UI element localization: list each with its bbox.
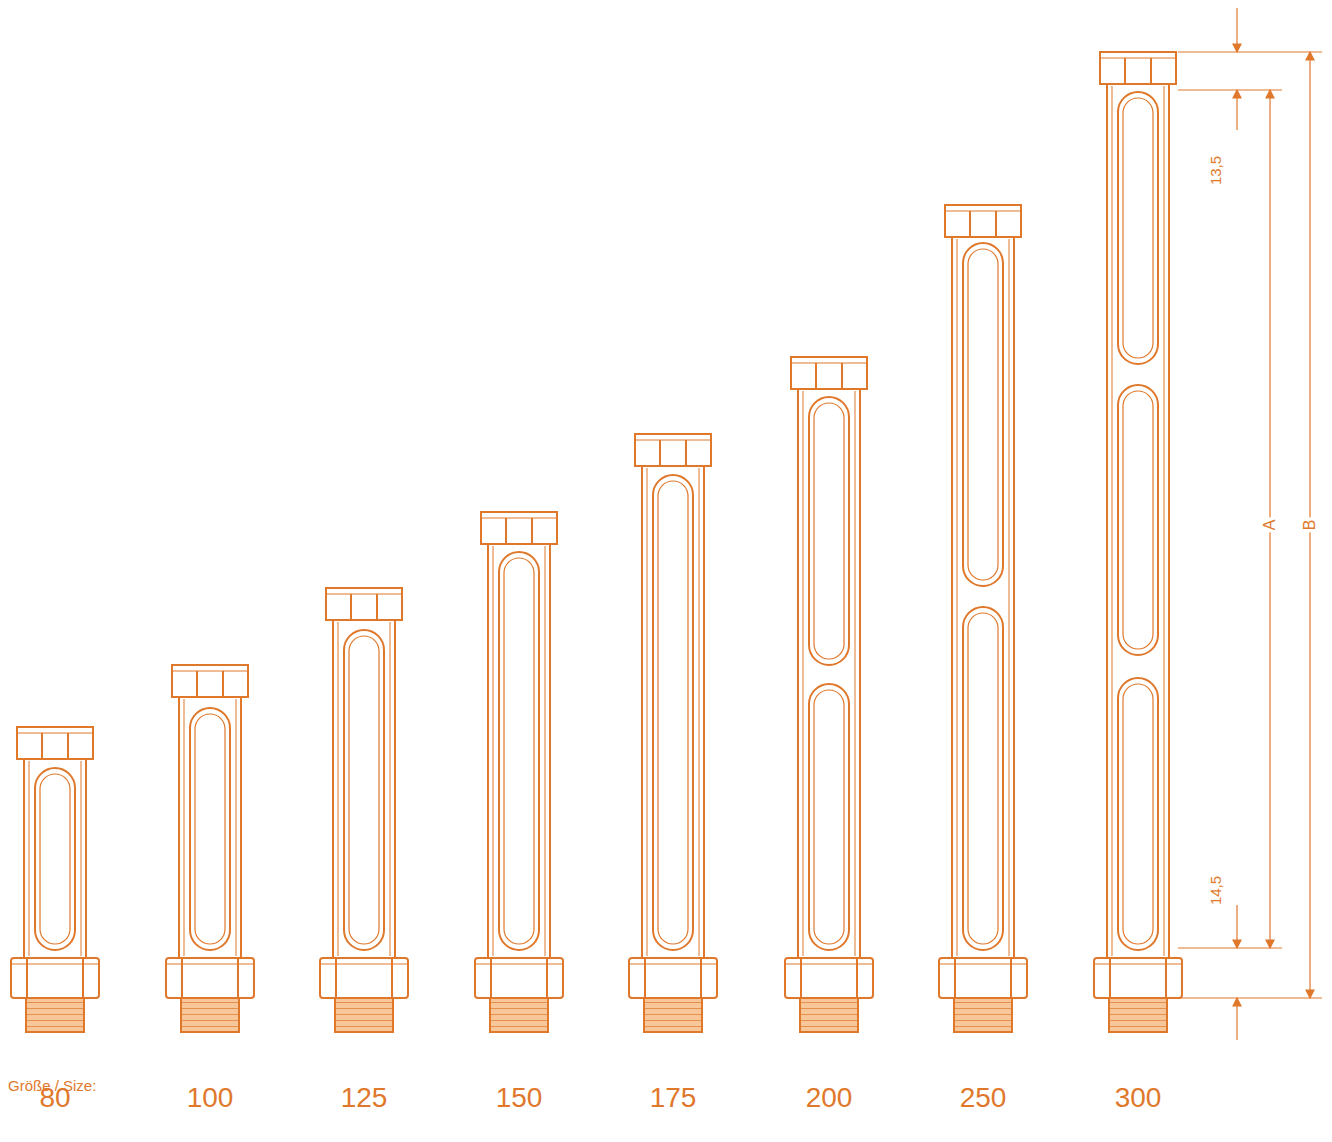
glass: [968, 613, 998, 944]
thread: [181, 998, 239, 1032]
sight-glass: [629, 434, 717, 1032]
sight-glass: [166, 665, 254, 1032]
hex-cap: [17, 727, 93, 759]
hex-nut: [1094, 958, 1182, 998]
sight-window: [809, 397, 849, 665]
sight-glass: [939, 205, 1027, 1032]
sight-window: [190, 708, 230, 950]
hex-cap: [481, 512, 557, 544]
thread: [954, 998, 1012, 1032]
dimension-label: 13,5: [1207, 153, 1224, 186]
sight-glass: [11, 727, 99, 1032]
dimension-lines: [1178, 8, 1322, 1040]
sight-window: [499, 552, 539, 950]
thread: [644, 998, 702, 1032]
dimension-label: 14,5: [1207, 873, 1224, 906]
hex-nut: [11, 958, 99, 998]
sight-window: [1118, 678, 1158, 950]
size-number: 300: [1115, 1084, 1162, 1112]
glass: [40, 774, 70, 944]
glass: [968, 249, 998, 580]
hex-nut: [320, 958, 408, 998]
sight-window: [35, 768, 75, 950]
hex-cap: [326, 588, 402, 620]
hex-cap: [172, 665, 248, 697]
sight-window: [653, 475, 693, 950]
sight-window: [344, 630, 384, 950]
glass: [504, 558, 534, 944]
hex-cap: [945, 205, 1021, 237]
glass: [1123, 98, 1153, 358]
thread: [1109, 998, 1167, 1032]
size-number: 100: [187, 1084, 234, 1112]
size-number: 150: [496, 1084, 543, 1112]
glass: [1123, 391, 1153, 649]
hex-nut: [939, 958, 1027, 998]
glass: [658, 481, 688, 944]
sight-window: [809, 684, 849, 950]
size-number: 125: [341, 1084, 388, 1112]
sight-window: [1118, 92, 1158, 364]
sight-window: [963, 607, 1003, 950]
dimension-label: A: [1261, 518, 1279, 533]
glass: [1123, 684, 1153, 944]
sight-glass: [320, 588, 408, 1032]
sight-glass: [1094, 52, 1182, 1032]
dimension-label: B: [1301, 518, 1319, 533]
size-number: 250: [960, 1084, 1007, 1112]
hex-nut: [475, 958, 563, 998]
hex-cap: [635, 434, 711, 466]
sight-window: [963, 243, 1003, 586]
hex-nut: [785, 958, 873, 998]
sight-window: [1118, 385, 1158, 655]
thread: [335, 998, 393, 1032]
sight-glass: [475, 512, 563, 1032]
hex-cap: [1100, 52, 1176, 84]
size-number: 80: [39, 1084, 70, 1112]
glass: [349, 636, 379, 944]
thread: [800, 998, 858, 1032]
hex-cap: [791, 357, 867, 389]
size-number: 175: [650, 1084, 697, 1112]
sight-glass: [785, 357, 873, 1032]
glass: [814, 690, 844, 944]
hex-nut: [166, 958, 254, 998]
hex-nut: [629, 958, 717, 998]
thread: [26, 998, 84, 1032]
glass: [195, 714, 225, 944]
glass: [814, 403, 844, 659]
thread: [490, 998, 548, 1032]
size-number: 200: [806, 1084, 853, 1112]
